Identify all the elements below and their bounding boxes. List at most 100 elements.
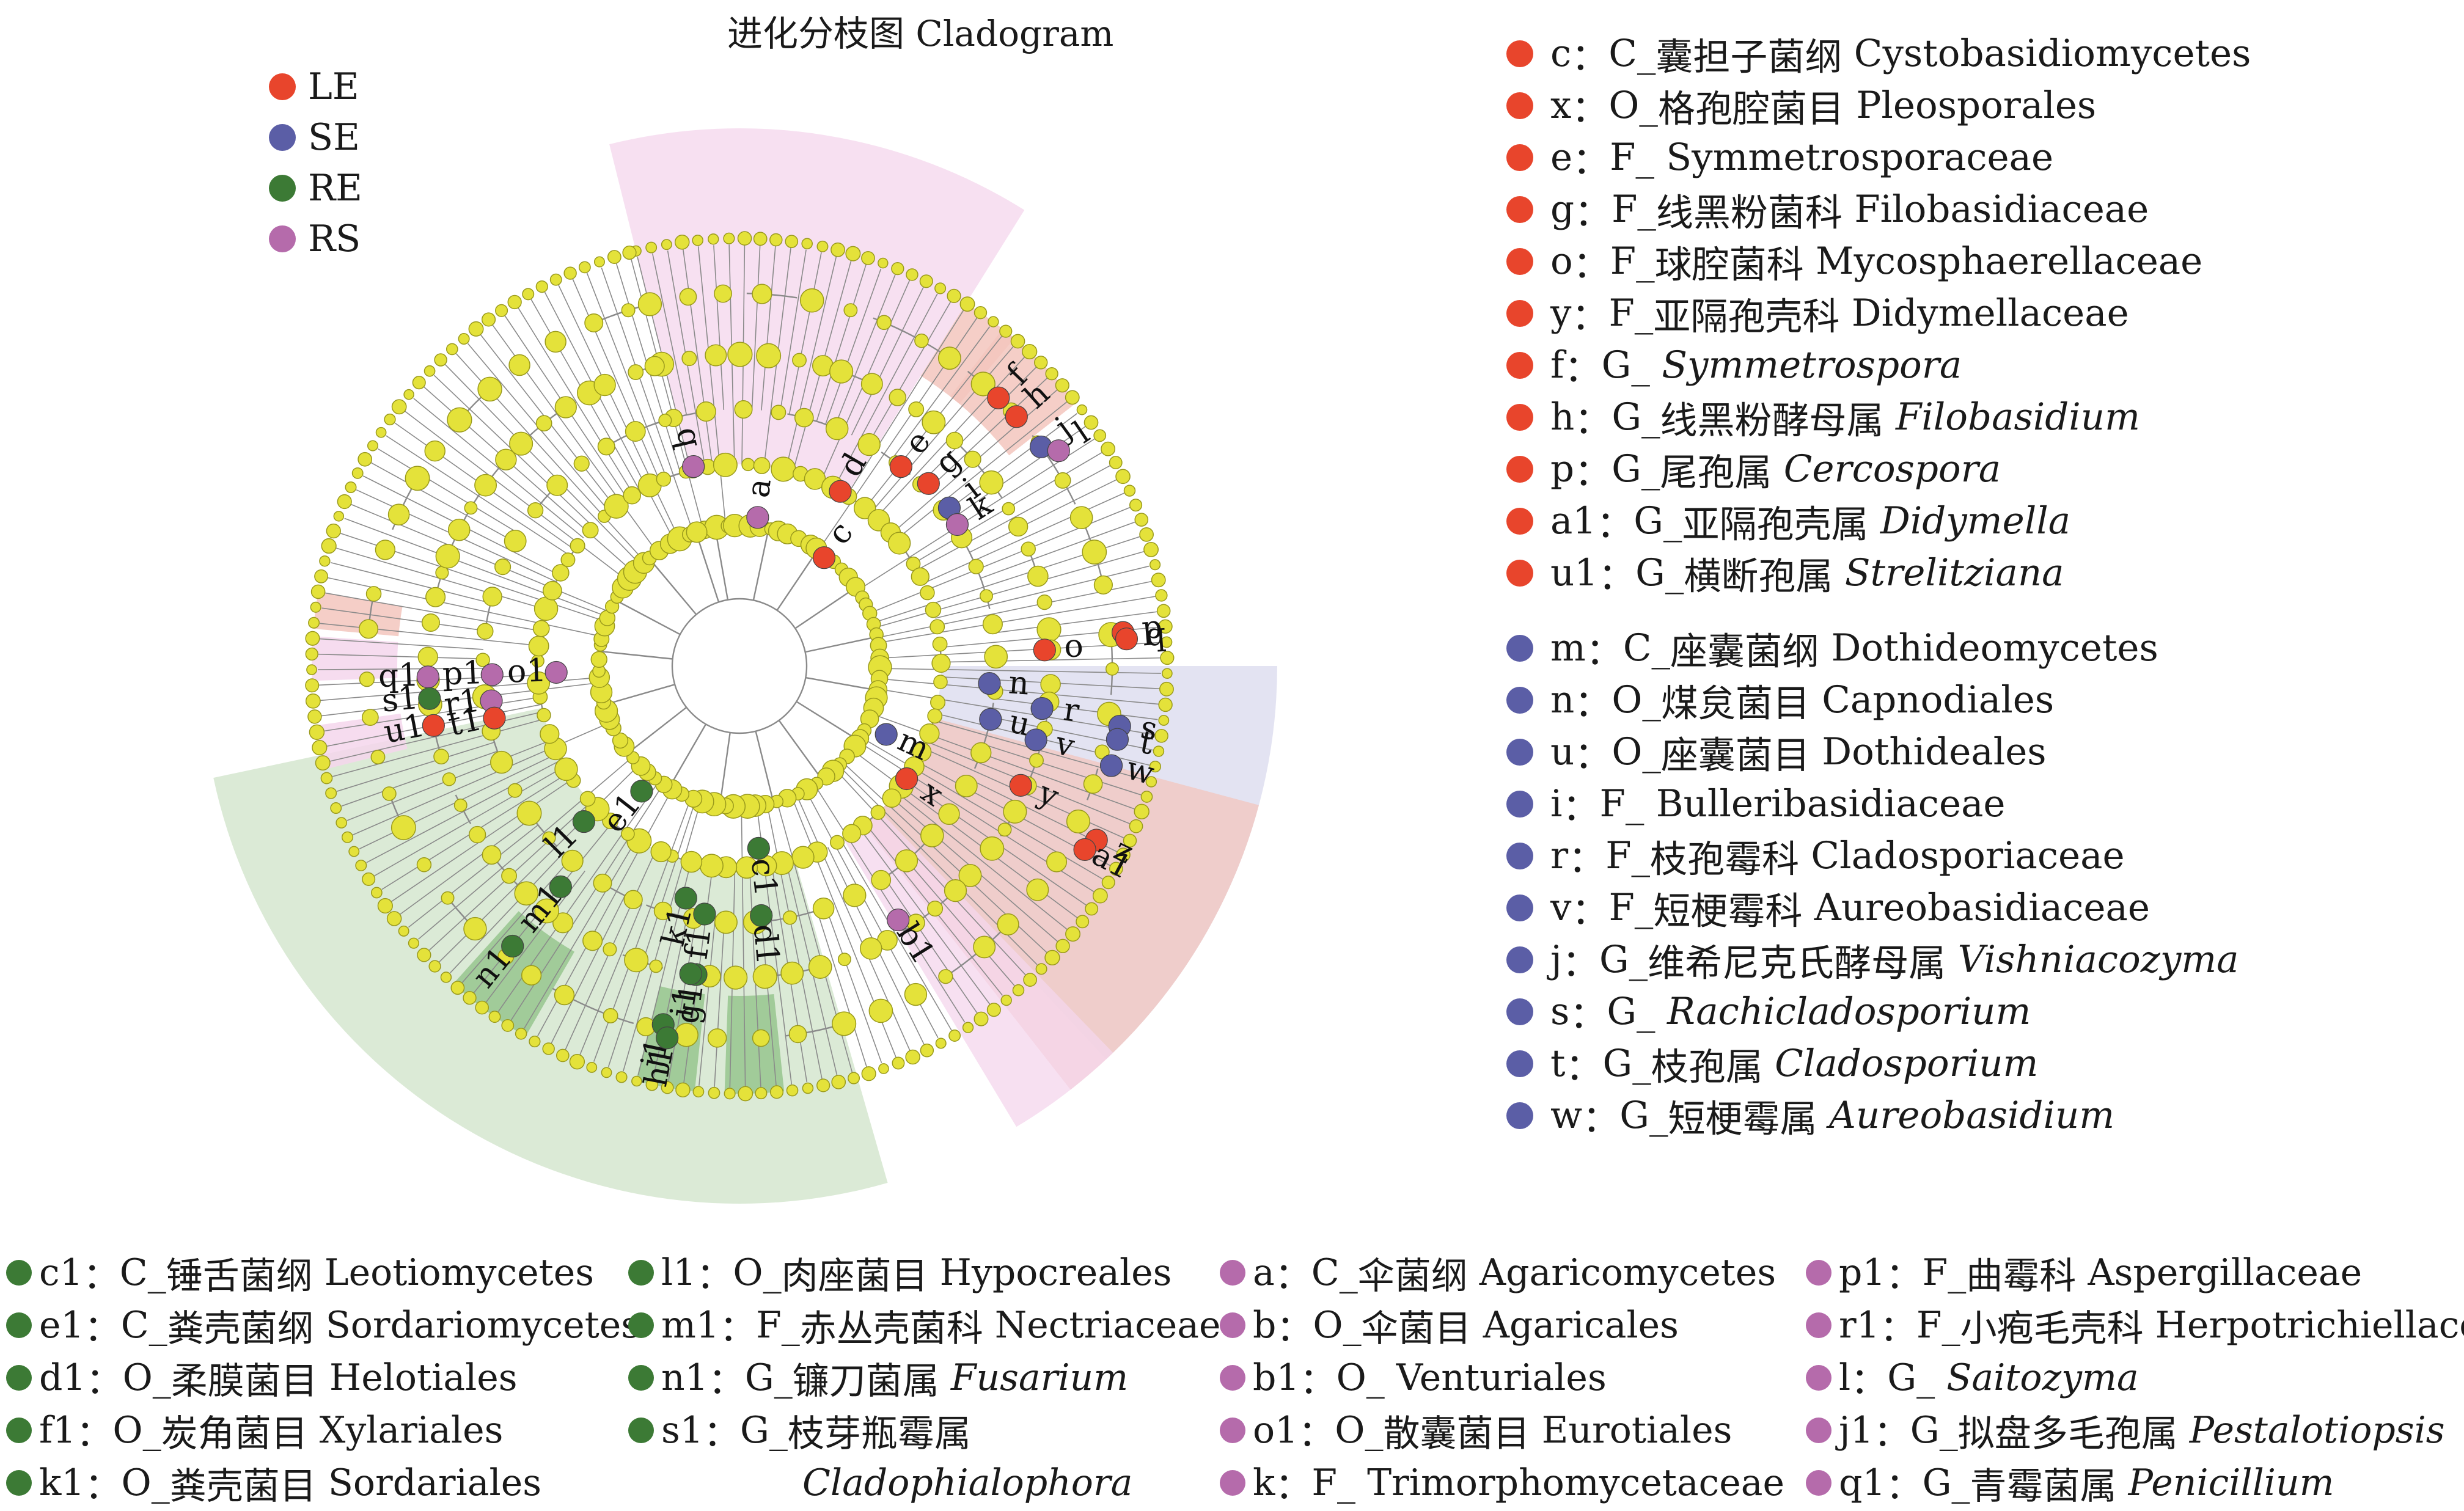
cladogram-title: 进化分枝图 Cladogram <box>727 13 1114 54</box>
tree-node <box>922 410 946 434</box>
legend-cn: 亚隔孢壳科 <box>1653 295 1840 338</box>
legend-cn: 粪壳菌纲 <box>167 1307 314 1350</box>
tree-node <box>309 724 325 740</box>
branch-spoke <box>834 293 938 489</box>
biomarker-node-t <box>1106 728 1129 751</box>
tree-node <box>959 296 975 312</box>
branch-root-spoke <box>805 636 878 653</box>
legend-sep: ： <box>1598 555 1636 598</box>
tree-node <box>979 470 1004 495</box>
legend-level: F_ <box>1610 136 1654 179</box>
tree-node <box>937 346 961 370</box>
tree-node <box>348 846 360 857</box>
tree-node <box>603 942 617 957</box>
tree-node <box>932 636 948 652</box>
legend-level: F_ <box>1599 782 1645 825</box>
tree-node <box>482 845 502 865</box>
legend-id: h <box>1550 395 1575 439</box>
legend-item-o1: o1：O_散囊菌目 Eurotiales <box>1220 1404 1784 1457</box>
legend-latin: Sordariales <box>328 1462 542 1504</box>
legend-latin: Bulleribasidiaceae <box>1656 782 2006 825</box>
biomarker-label-p1: p1 <box>442 654 483 692</box>
legend-item-a1: a1：G_亚隔孢壳属 Didymella <box>1506 495 2251 547</box>
tree-node <box>933 675 948 689</box>
tree-node <box>488 1011 501 1023</box>
legend-sep: ： <box>696 1254 733 1298</box>
branch-spoke <box>418 756 633 940</box>
tree-node <box>507 783 522 798</box>
legend-id: s <box>1550 990 1570 1033</box>
branch-root-spoke <box>668 723 707 788</box>
tree-node <box>477 376 502 402</box>
branch-spoke <box>713 245 725 410</box>
tree-node <box>552 564 570 582</box>
legend-sep: ： <box>1574 191 1612 235</box>
branch-spoke <box>916 465 1111 571</box>
tree-node <box>521 965 542 986</box>
legend-latin: Capnodiales <box>1822 678 2055 722</box>
legend-cn: 镰刀菌属 <box>792 1359 939 1403</box>
branch-spoke <box>814 784 966 1023</box>
legend-latin: Didymellaceae <box>1851 291 2129 335</box>
legend-id: f1 <box>39 1409 76 1452</box>
tree-node <box>738 1086 754 1102</box>
legend-cn: 枝芽瓶霉属 <box>787 1412 971 1455</box>
legend-cn: 尾孢属 <box>1660 451 1772 494</box>
legend-cn: 柔膜菌目 <box>170 1359 318 1403</box>
tree-node <box>1003 799 1027 824</box>
biomarker-node-l <box>1047 439 1070 463</box>
tree-node <box>1093 429 1107 442</box>
branch-spoke <box>551 895 626 1044</box>
tree-node <box>477 623 494 640</box>
tree-node <box>780 961 804 985</box>
tree-node <box>1158 715 1170 726</box>
tree-node <box>930 695 946 711</box>
tree-node <box>546 474 568 496</box>
biomarker-node-c <box>812 546 836 569</box>
legend-item-t: t ：G_枝孢属 Cladosporium <box>1506 1037 2251 1089</box>
biomarker-label-o1: o1 <box>507 653 547 690</box>
legend-latin: Mycosphaerellaceae <box>1815 240 2203 283</box>
tree-node <box>791 846 815 869</box>
tree-node <box>504 529 527 552</box>
legend-cn: 座囊菌目 <box>1660 734 1810 777</box>
tree-node <box>782 910 798 925</box>
tree-node <box>753 457 771 474</box>
legend-item-l: l ：G_ Saitozyma <box>1806 1352 2464 1404</box>
tree-node <box>495 304 508 317</box>
tree-node <box>692 235 703 246</box>
tree-node <box>843 303 858 318</box>
legend-id: j1 <box>1839 1409 1874 1452</box>
tree-node <box>509 431 534 456</box>
tree-node <box>434 353 447 367</box>
tree-node <box>734 400 753 419</box>
tree-node <box>785 235 799 249</box>
tree-node <box>603 1008 618 1023</box>
tree-node <box>615 1071 628 1083</box>
tree-node <box>468 321 484 337</box>
tree-node <box>441 891 455 905</box>
branch-spoke <box>994 611 1158 634</box>
biomarker-node-h <box>1005 405 1028 428</box>
tree-node <box>911 567 930 586</box>
tree-node <box>1055 938 1070 954</box>
tree-node <box>1027 565 1049 587</box>
clade-sector-le <box>920 303 1014 404</box>
legend-item-n1: n1 ：G_镰刀菌属 Fusarium <box>628 1352 1221 1404</box>
tree-node <box>365 586 382 602</box>
tree-node <box>578 261 591 274</box>
branch-root-spoke <box>755 731 774 803</box>
legend-latin: Trimorphomycetaceae <box>1367 1462 1785 1504</box>
branch-spoke <box>698 921 716 1086</box>
biomarker-label-p: p <box>1140 609 1164 647</box>
tree-node <box>556 1048 570 1063</box>
tree-node <box>542 1042 555 1055</box>
group-legend-label: LE <box>308 65 359 108</box>
tree-node <box>361 709 379 726</box>
tree-node <box>1035 963 1047 975</box>
legend-id: d1 <box>39 1356 86 1399</box>
tree-node <box>723 232 735 244</box>
legend-level: G_ <box>1887 1356 1935 1399</box>
tree-node <box>474 474 497 497</box>
